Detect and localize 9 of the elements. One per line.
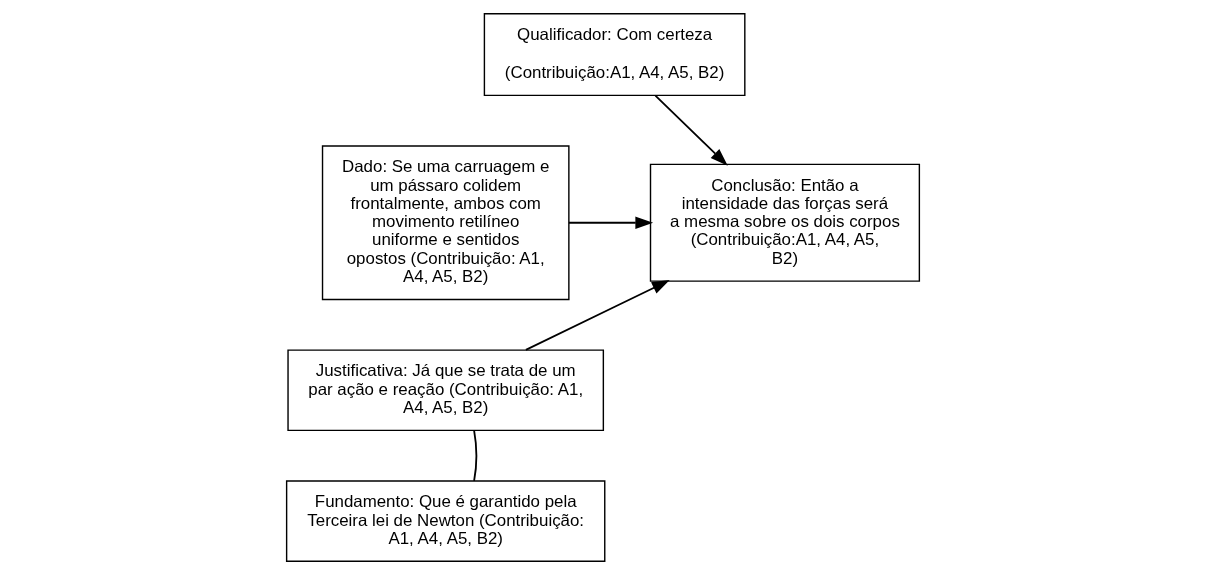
node-box: Fundamento: Que é garantido pela Terceira lei de Newton (Contribuição: A1, A4, A5, B2) [285,480,606,562]
node-box: Dado: Se uma carruagem e um pássaro colidem frontalmente, ambos com movimento retilíneo uniforme e sentidos opostos (Contribuição: A1, A4, A5, B2) [321,145,570,301]
arrow [654,94,728,166]
node-box: Justificativa: Já que se trata de um par ação e reação (Contribuição: A1, A4, A5, B2) [287,349,605,432]
connector [473,429,478,482]
node-box: Conclusão: Então a intensidade das forças será a mesma sobre os dois corpos (Contribuição:A1, A4, A5, B2) [649,163,921,282]
arrow [524,280,670,351]
arrow [568,216,654,229]
node-box: Qualificador: Com certeza (Contribuição:A1, A4, A5, B2) [483,13,746,97]
